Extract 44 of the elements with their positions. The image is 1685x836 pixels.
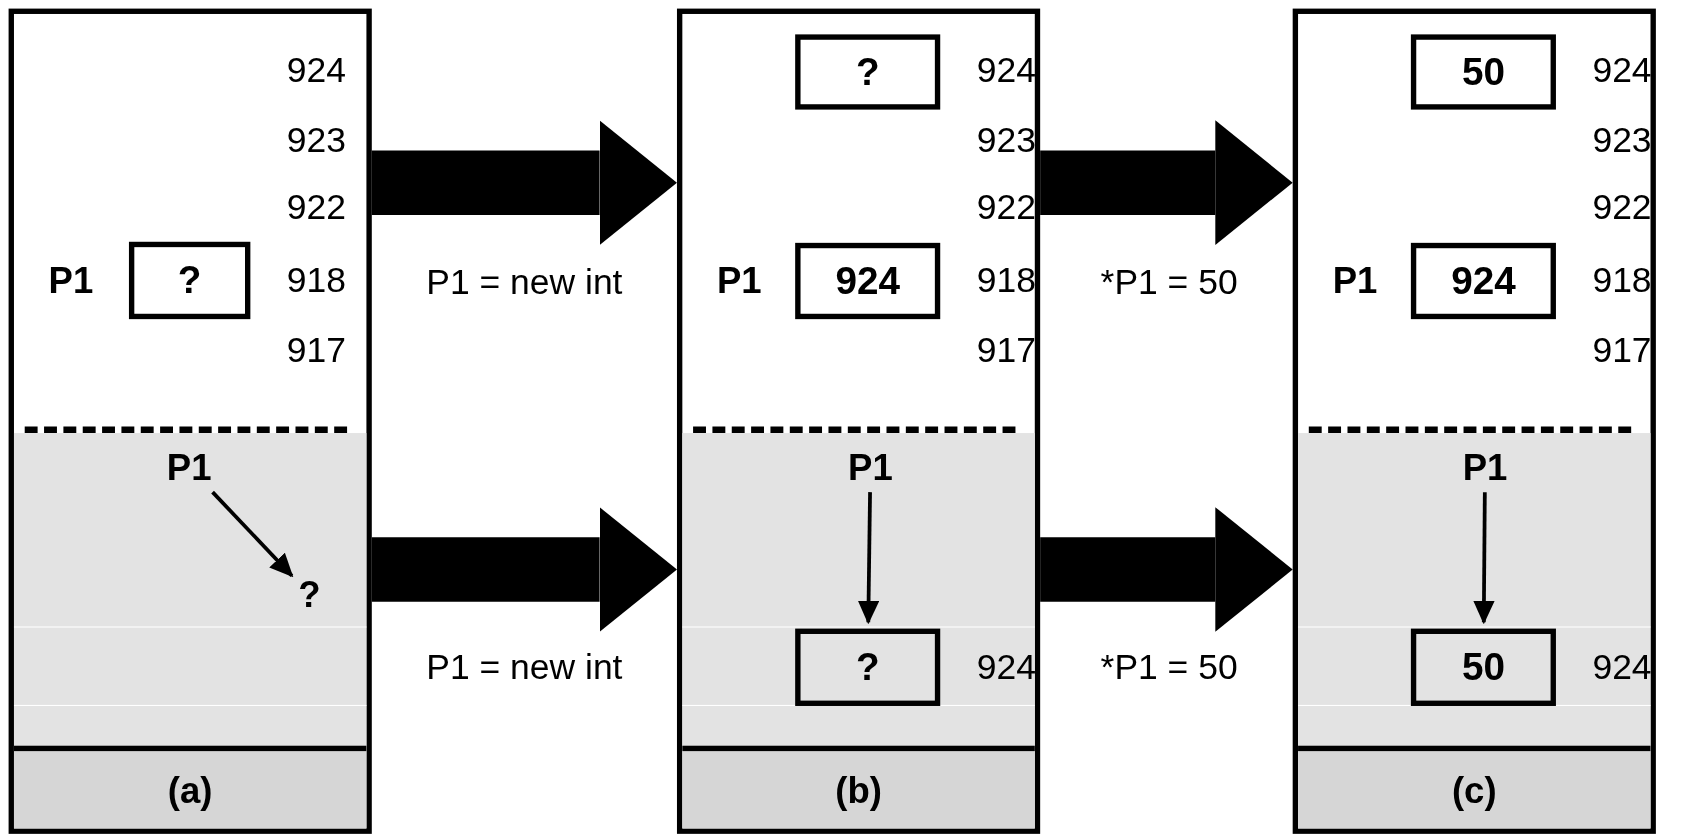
address-label: 924 [1592,648,1652,684]
block-arrow [1040,120,1293,245]
variable-name: P1 [1332,262,1378,299]
address-label: 918 [1592,261,1652,298]
panel-label: (b) [835,771,882,809]
address-label: 924 [976,52,1036,88]
address-label: 917 [976,331,1036,367]
value-text: P1 [166,449,212,486]
panel-label: (a) [167,771,213,809]
panel-label: (c) [1451,771,1497,809]
arrow [1473,492,1495,625]
address-label: 922 [976,188,1036,225]
value-text: P1 [1462,449,1508,486]
variable-name: P1 [716,262,762,299]
address-label: 923 [286,121,346,158]
address-label: 918 [976,261,1036,298]
memory-panel [1292,8,1656,834]
value-text: ? [298,575,321,613]
address-label: 917 [1592,331,1652,367]
memory-panel [8,8,372,834]
memory-cell: 50 [1410,628,1556,706]
address-label: 918 [286,261,346,298]
block-arrow [371,507,677,632]
memory-cell: 924 [795,242,941,320]
address-label: 923 [1592,121,1652,158]
address-label: 922 [1592,188,1652,225]
memory-cell: ? [795,34,941,110]
block-arrow [1040,507,1293,632]
address-label: 922 [286,188,346,225]
address-label: 917 [286,331,346,367]
memory-cell: ? [128,241,251,320]
variable-name: P1 [48,262,94,299]
memory-cell: 50 [1410,34,1556,110]
value-text: P1 [848,449,893,486]
address-label: 924 [1592,52,1652,88]
block-arrow [371,120,677,245]
address-label: 923 [976,121,1036,158]
memory-panel [676,8,1041,834]
arrow [211,490,294,578]
address-label: 924 [286,52,346,88]
memory-cell: 924 [1410,242,1556,320]
memory-cell: ? [795,628,941,706]
arrow [857,492,880,625]
address-label: 924 [976,648,1036,684]
